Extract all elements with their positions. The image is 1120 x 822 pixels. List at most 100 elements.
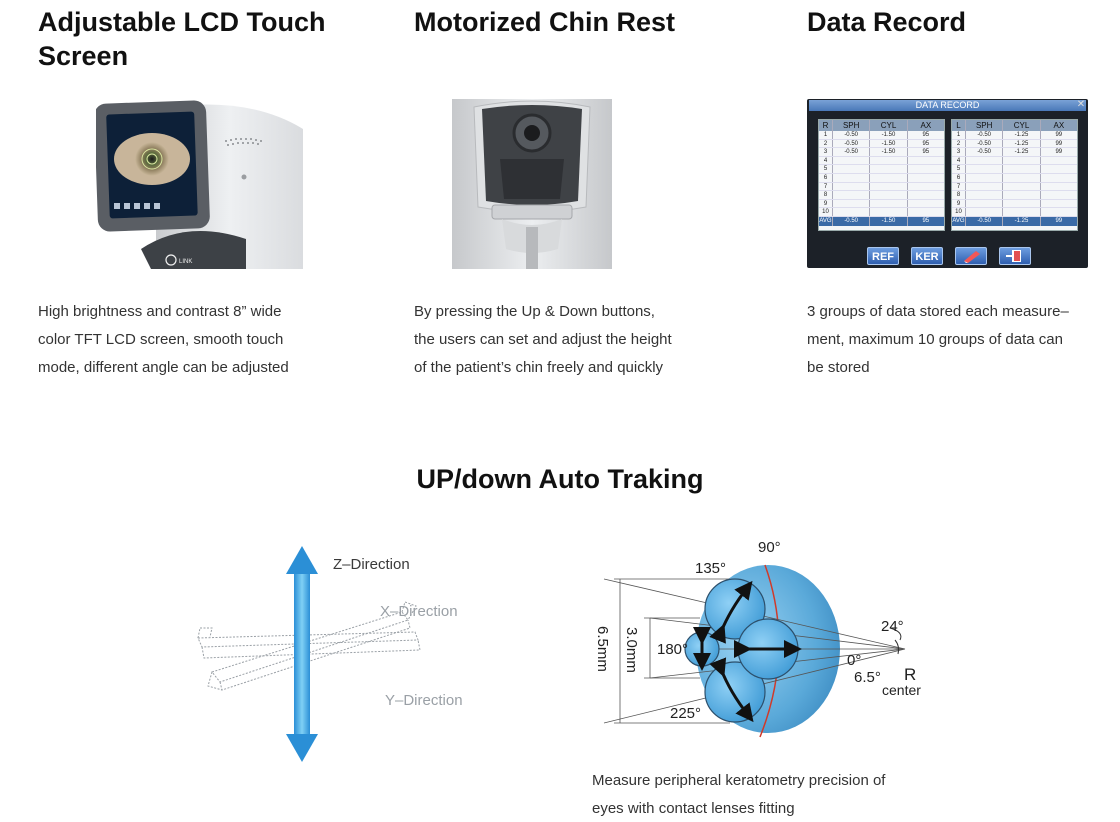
avg-cell: -0.50	[966, 216, 1004, 226]
feature-desc-chin-line3: of the patient’s chin freely and quickly	[414, 359, 664, 376]
lcd-logo-text: LINK	[179, 259, 192, 265]
table-cell: 8	[819, 191, 833, 199]
table-cell	[908, 191, 944, 199]
feature-desc-lcd: High brightness and contrast 8” wide col…	[38, 298, 328, 382]
table-cell	[1003, 208, 1041, 216]
angle-135-label: 135°	[695, 560, 726, 577]
table-cell: -1.25	[1003, 148, 1041, 156]
feature-desc-chin: By pressing the Up & Down buttons, the u…	[414, 298, 704, 382]
table-cell: 99	[1055, 132, 1063, 138]
feature-desc-data-record-line2: ment, maximum 10 groups of data can	[807, 331, 1063, 348]
feature-desc-chin-line2: the users can set and adjust the height	[414, 331, 672, 348]
table-row: 5	[819, 165, 944, 174]
table-cell: 5	[952, 165, 966, 173]
keratometry-caption-line2: eyes with contact lenses fitting	[592, 800, 795, 817]
table-cell	[870, 191, 908, 199]
eraser-icon	[964, 251, 980, 263]
table-cell	[1041, 200, 1077, 208]
r-label: R	[904, 665, 916, 684]
table-cell: -1.25	[1003, 139, 1041, 148]
table-row: 9	[952, 199, 1077, 209]
table-cell	[870, 208, 908, 216]
close-icon[interactable]: ✕	[1076, 99, 1086, 110]
z-direction-arrow	[286, 546, 318, 762]
feature-desc-data-record-line1: 3 groups of data stored each measure–	[807, 303, 1069, 320]
erase-button[interactable]	[955, 247, 987, 265]
table-cell: 8	[952, 191, 966, 199]
dim-3-0mm-label: 3.0mm	[623, 627, 640, 673]
table-cell	[833, 191, 871, 199]
table-row: 9	[819, 199, 944, 209]
table-cell: -1.50	[870, 131, 908, 139]
table-cell: -1.50	[870, 139, 908, 148]
x-direction-bar	[197, 627, 421, 659]
table-cell: 99	[1055, 140, 1063, 147]
table-cell	[1003, 199, 1041, 208]
chin-rest-illustration	[452, 99, 612, 269]
table-cell	[1041, 208, 1077, 216]
table-row: 5	[952, 165, 1077, 174]
avg-cell: 99	[1055, 217, 1063, 224]
table-cell	[1041, 165, 1077, 173]
table-cell: 5	[819, 165, 833, 173]
y-direction-label: Y–Direction	[385, 692, 463, 709]
table-cell	[966, 208, 1004, 216]
table-cell: 4	[819, 156, 833, 165]
table-cell: 1	[819, 131, 833, 139]
table-cell: 95	[922, 140, 930, 147]
table-header: L SPH CYL AX	[952, 120, 1077, 131]
header-cell: SPH	[833, 120, 871, 131]
table-cell: 3	[819, 148, 833, 156]
avg-cell: -0.50	[833, 216, 871, 226]
avg-cell: -1.25	[1003, 216, 1041, 226]
table-cell	[966, 156, 1004, 165]
table-row: 7	[819, 182, 944, 192]
keratometry-caption: Measure peripheral keratometry precision…	[592, 767, 932, 822]
exit-door-icon	[1006, 250, 1021, 262]
table-cell	[1041, 183, 1077, 191]
table-cell	[833, 173, 871, 182]
keratometry-diagram: 90° 135° 180° 225° 24° 0° 6.5° R center …	[590, 532, 940, 747]
table-cell	[1041, 191, 1077, 199]
header-cell: CYL	[870, 120, 908, 131]
table-cell: 2	[952, 139, 966, 148]
feature-desc-lcd-line1: High brightness and contrast 8” wide	[38, 303, 282, 320]
feature-title-data-record-line1: Data Record	[807, 7, 967, 37]
table-cell	[870, 182, 908, 191]
avg-cell: AVG	[819, 216, 833, 226]
angle-180-label: 180°	[657, 641, 688, 658]
table-cell: 95	[922, 132, 930, 138]
table-row: 8	[952, 191, 1077, 200]
angle-6-5-label: 6.5°	[854, 669, 881, 686]
avg-cell: 95	[922, 217, 930, 224]
z-direction-label: Z–Direction	[333, 556, 410, 573]
table-cell: 6	[819, 173, 833, 182]
table-cell: 3	[952, 148, 966, 156]
table-cell	[1041, 157, 1077, 165]
header-cell: CYL	[1003, 120, 1041, 131]
exit-button[interactable]	[999, 247, 1031, 265]
table-cell	[870, 165, 908, 173]
ker-button[interactable]: KER	[911, 247, 943, 265]
table-cell	[833, 165, 871, 173]
table-cell: 99	[1055, 149, 1063, 156]
dim-6-5mm-label: 6.5mm	[594, 626, 611, 672]
table-cell: -0.50	[833, 148, 871, 156]
table-row: 8	[819, 191, 944, 200]
feature-title-lcd: Adjustable LCD Touch Screen	[38, 5, 326, 73]
ref-button[interactable]: REF	[867, 247, 899, 265]
table-cell	[870, 156, 908, 165]
table-cell: 9	[819, 199, 833, 208]
avg-cell: AVG	[952, 216, 966, 226]
y-direction-bar	[207, 601, 417, 691]
header-cell: AX	[920, 121, 932, 130]
table-cell: 10	[819, 208, 833, 216]
table-cell	[833, 208, 871, 216]
tracking-direction-svg: Z–Direction X–Direction Y–Direction	[197, 546, 463, 762]
table-row: 7	[952, 182, 1077, 192]
